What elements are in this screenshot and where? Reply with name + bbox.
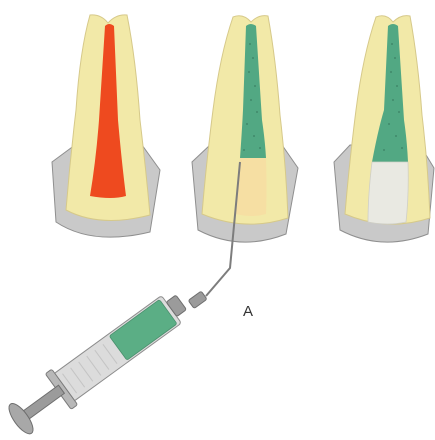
white-seal-filling [368,162,408,224]
syringe-hub [188,291,207,308]
stage-label-a: A [243,303,253,320]
paste-filling [236,158,267,216]
tooth-stage-3 [334,16,434,243]
tooth-stage-2 [192,16,298,243]
tooth-stage-1 [52,15,160,237]
